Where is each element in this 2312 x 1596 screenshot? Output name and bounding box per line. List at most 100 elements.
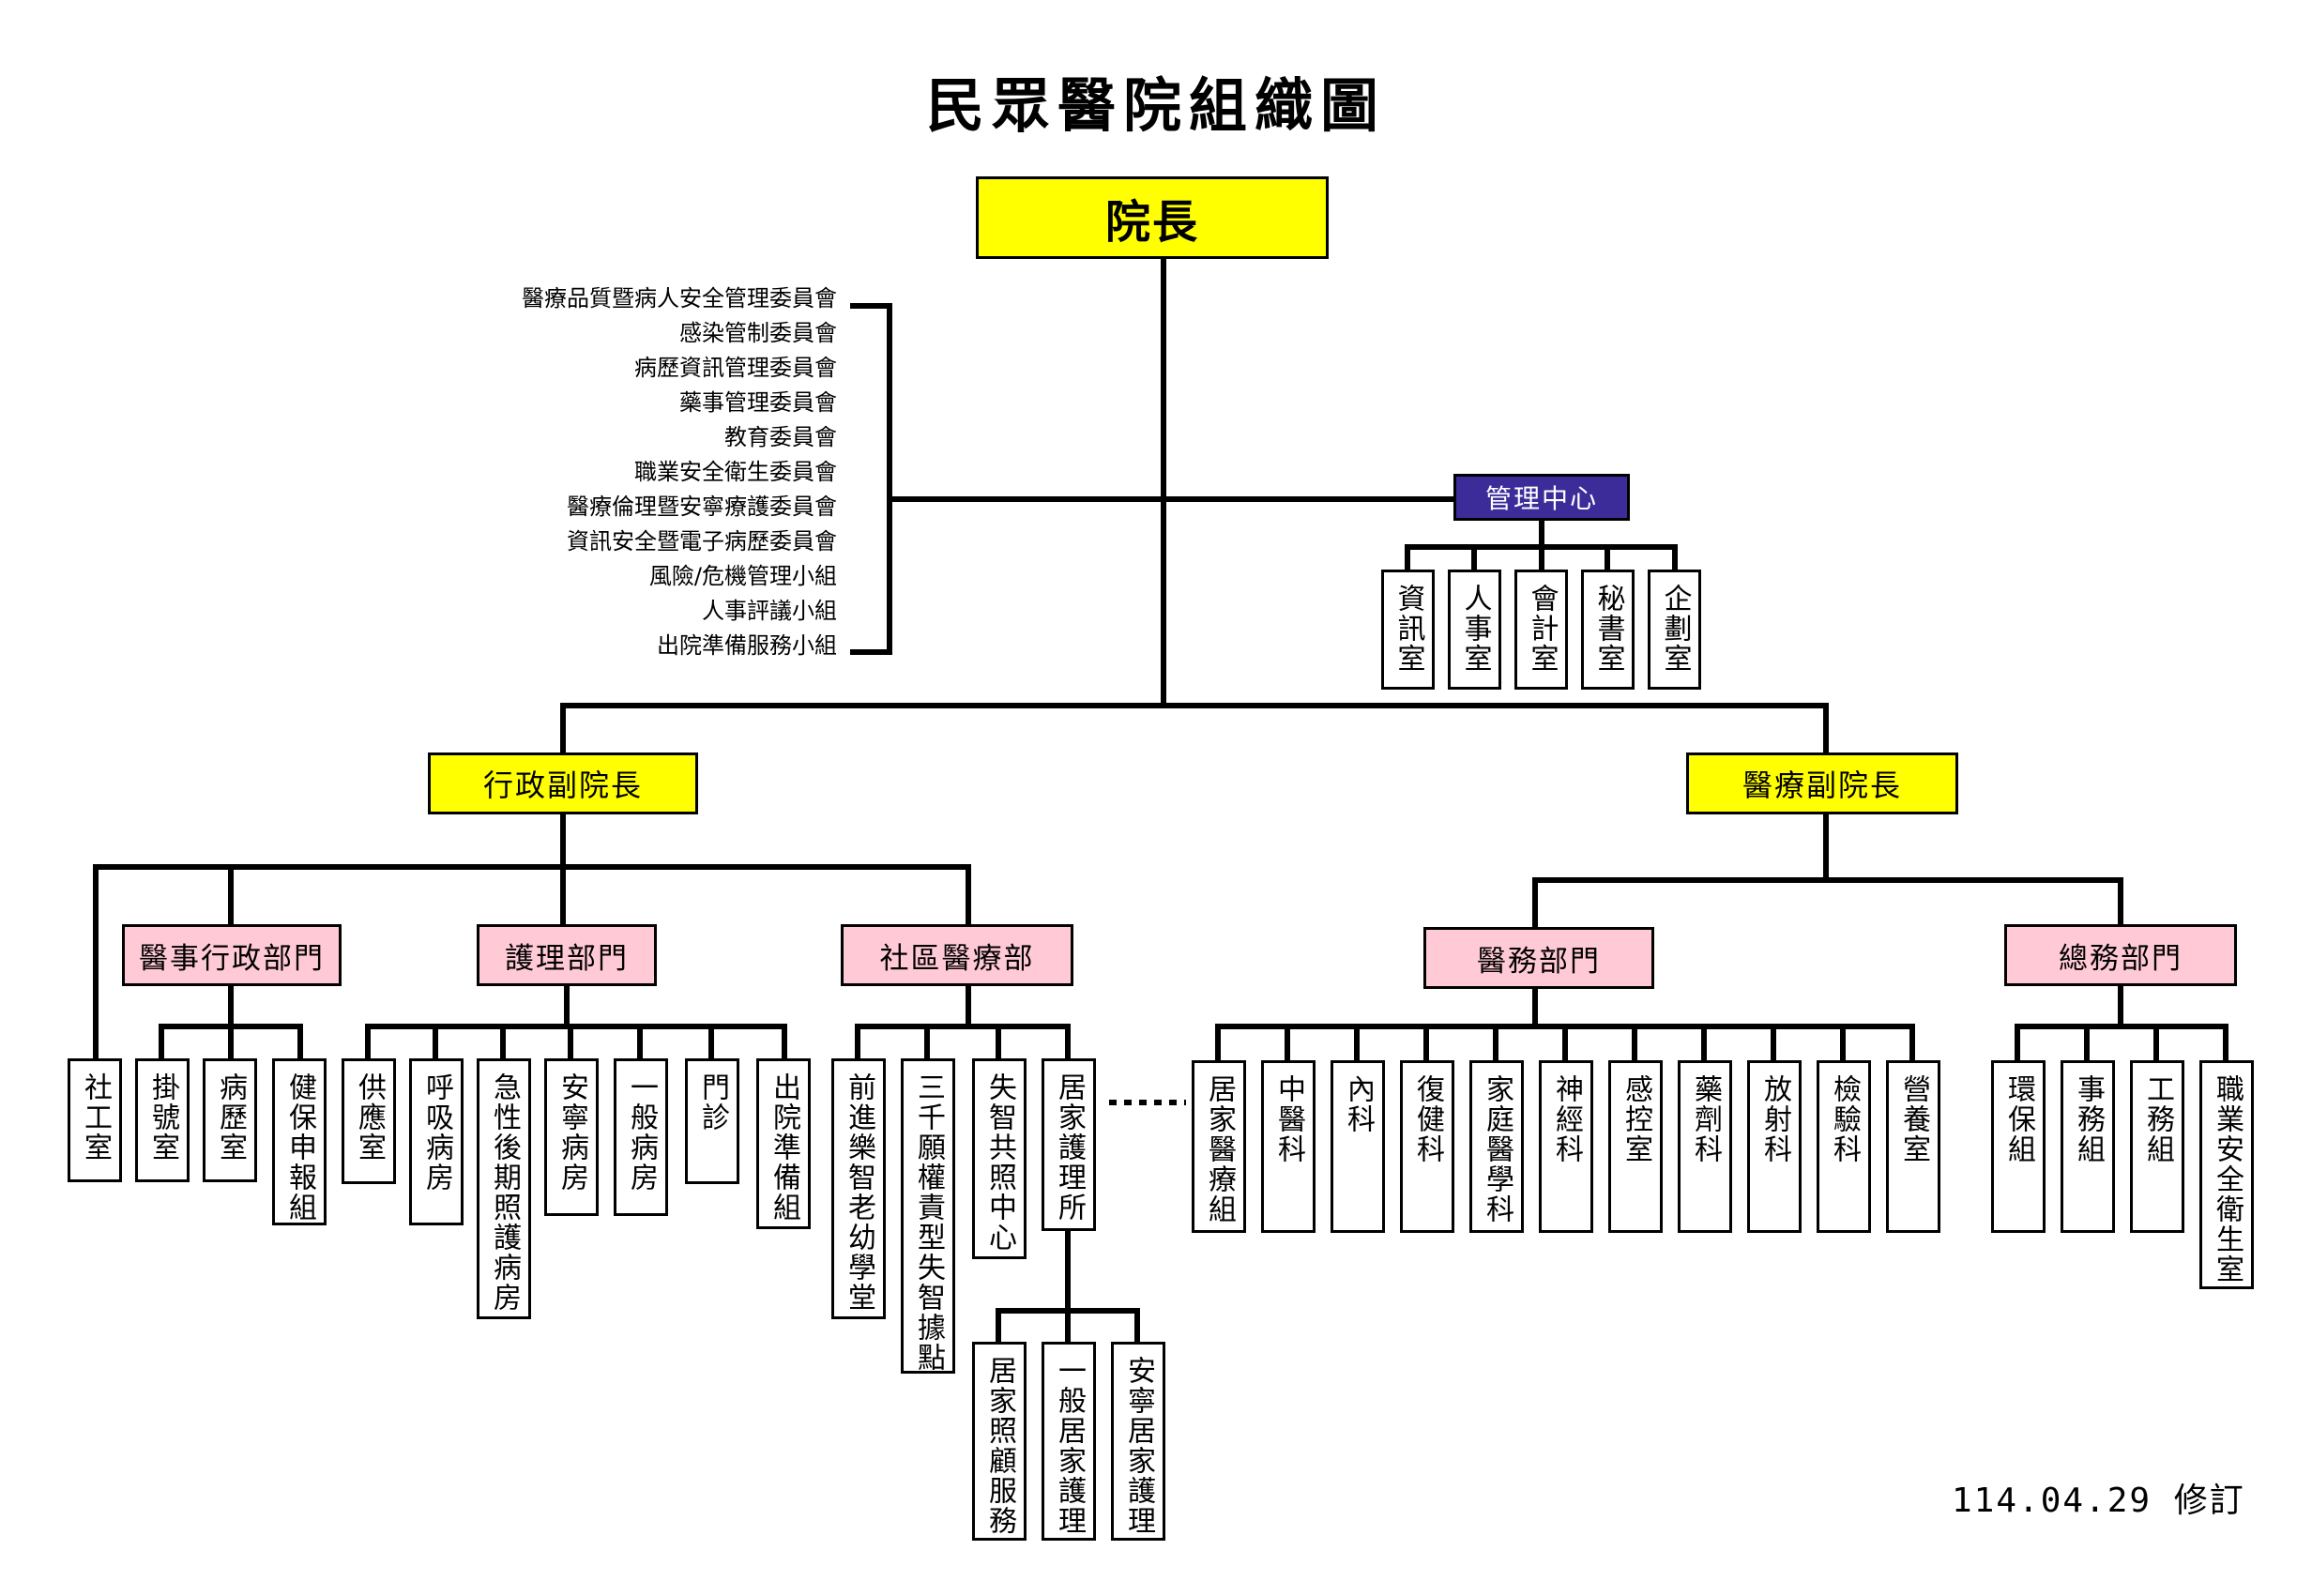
unit-label: 健保申報組 <box>283 1072 316 1223</box>
unit-label: 復健科 <box>1411 1074 1444 1164</box>
management-unit-planning: 企劃室 <box>1648 570 1701 690</box>
insurance-claims-unit: 健保申報組 <box>272 1058 327 1225</box>
home-medical-unit: 居家醫療組 <box>1192 1060 1246 1233</box>
home-nursing-office: 居家護理所 <box>1042 1058 1096 1231</box>
unit-label: 居家照顧服務 <box>983 1356 1016 1536</box>
unit-label: 供應室 <box>353 1072 386 1163</box>
dept-label: 醫事行政部門 <box>139 941 325 976</box>
unit-label: 工務組 <box>2141 1074 2174 1164</box>
affairs-unit: 事務組 <box>2061 1060 2115 1233</box>
post-acute-care-ward: 急性後期照護病房 <box>477 1058 531 1319</box>
unit-label: 人事室 <box>1458 584 1492 674</box>
unit-label: 營養室 <box>1897 1074 1930 1164</box>
radiology-dept: 放射科 <box>1747 1060 1802 1233</box>
respiratory-ward: 呼吸病房 <box>409 1058 464 1225</box>
supply-room: 供應室 <box>342 1058 396 1184</box>
unit-label: 資訊室 <box>1392 584 1425 674</box>
general-ward: 一般病房 <box>614 1058 668 1216</box>
dept-label: 社區醫療部 <box>879 941 1035 976</box>
committee-item: 出院準備服務小組 <box>657 632 837 659</box>
committee-item: 醫療倫理暨安寧療護委員會 <box>567 494 837 520</box>
unit-label: 內科 <box>1342 1074 1375 1134</box>
management-unit-info: 資訊室 <box>1381 570 1435 690</box>
internal-medicine-dept: 內科 <box>1331 1060 1385 1233</box>
unit-label: 藥劑科 <box>1689 1074 1722 1164</box>
revision-date: 114.04.29 修訂 <box>1952 1482 2245 1520</box>
unit-label: 感控室 <box>1620 1074 1652 1164</box>
unit-label: 病歷室 <box>214 1072 247 1163</box>
discharge-planning-unit: 出院準備組 <box>756 1058 811 1229</box>
registration-office: 掛號室 <box>135 1058 190 1182</box>
committee-item: 藥事管理委員會 <box>679 389 837 416</box>
committee-item: 教育委員會 <box>724 424 837 450</box>
dementia-care-center: 失智共照中心 <box>972 1058 1027 1259</box>
medical-vp-label: 醫療副院長 <box>1742 768 1902 803</box>
unit-label: 檢驗科 <box>1828 1074 1861 1164</box>
unit-label: 安寧病房 <box>555 1072 588 1193</box>
management-unit-accounting: 會計室 <box>1514 570 1568 690</box>
unit-label: 社工室 <box>79 1072 112 1163</box>
dementia-base-unit: 三千願權責型失智據點 <box>901 1058 955 1374</box>
committee-item: 人事評議小組 <box>702 598 837 624</box>
unit-label: 一般病房 <box>625 1072 658 1193</box>
committee-item: 醫療品質暨病人安全管理委員會 <box>522 285 837 312</box>
occupational-safety-office: 職業安全衛生室 <box>2199 1060 2254 1289</box>
unit-label: 秘書室 <box>1591 584 1625 674</box>
home-care-service: 居家照顧服務 <box>972 1342 1027 1541</box>
medical-admin-dept-box: 醫事行政部門 <box>122 924 342 986</box>
committee-item: 資訊安全暨電子病歷委員會 <box>567 528 837 555</box>
medical-affairs-dept-box: 醫務部門 <box>1423 927 1654 989</box>
general-home-nursing: 一般居家護理 <box>1042 1342 1096 1541</box>
management-unit-secretary: 秘書室 <box>1581 570 1635 690</box>
dept-label: 護理部門 <box>505 941 629 976</box>
director-box: 院長 <box>976 176 1329 259</box>
dept-label: 總務部門 <box>2059 941 2183 976</box>
social-work-office: 社工室 <box>68 1058 122 1182</box>
unit-label: 居家醫療組 <box>1203 1074 1236 1224</box>
neurology-dept: 神經科 <box>1539 1060 1593 1233</box>
unit-label: 事務組 <box>2072 1074 2105 1164</box>
management-center-box: 管理中心 <box>1453 474 1630 521</box>
medical-vp-box: 醫療副院長 <box>1686 752 1958 814</box>
unit-label: 安寧居家護理 <box>1122 1356 1155 1536</box>
unit-label: 放射科 <box>1758 1074 1791 1164</box>
infection-control-office: 感控室 <box>1608 1060 1663 1233</box>
nutrition-office: 營養室 <box>1886 1060 1940 1233</box>
committee-item: 感染管制委員會 <box>679 320 837 346</box>
committee-item: 病歷資訊管理委員會 <box>634 355 837 381</box>
unit-label: 中醫科 <box>1272 1074 1305 1164</box>
admin-vp-box: 行政副院長 <box>428 752 698 814</box>
director-label: 院長 <box>1104 196 1199 249</box>
engineering-unit: 工務組 <box>2130 1060 2184 1233</box>
committee-list: 醫療品質暨病人安全管理委員會 感染管制委員會 病歷資訊管理委員會 藥事管理委員會… <box>522 281 837 663</box>
admin-vp-label: 行政副院長 <box>482 768 643 803</box>
unit-label: 神經科 <box>1550 1074 1583 1164</box>
unit-label: 環保組 <box>2002 1074 2035 1164</box>
unit-label: 職業安全衛生室 <box>2211 1074 2244 1284</box>
nursing-dept-box: 護理部門 <box>477 924 657 986</box>
unit-label: 呼吸病房 <box>420 1072 453 1193</box>
dept-label: 醫務部門 <box>1477 944 1601 979</box>
laboratory-dept: 檢驗科 <box>1817 1060 1871 1233</box>
committee-item: 職業安全衛生委員會 <box>634 459 837 485</box>
page-title: 民眾醫院組織圖 <box>925 71 1386 140</box>
chinese-medicine-dept: 中醫科 <box>1261 1060 1316 1233</box>
unit-label: 掛號室 <box>146 1072 179 1163</box>
unit-label: 會計室 <box>1525 584 1559 674</box>
management-center-label: 管理中心 <box>1484 483 1598 514</box>
dementia-school-unit: 前進樂智老幼學堂 <box>831 1058 886 1319</box>
management-unit-hr: 人事室 <box>1448 570 1501 690</box>
environmental-unit: 環保組 <box>1991 1060 2046 1233</box>
hospice-home-nursing: 安寧居家護理 <box>1111 1342 1165 1541</box>
unit-label: 前進樂智老幼學堂 <box>843 1072 875 1313</box>
unit-label: 居家護理所 <box>1053 1072 1086 1223</box>
pharmacy-dept: 藥劑科 <box>1678 1060 1732 1233</box>
unit-label: 急性後期照護病房 <box>488 1072 521 1313</box>
outpatient-unit: 門診 <box>685 1058 739 1184</box>
unit-label: 家庭醫學科 <box>1481 1074 1513 1224</box>
general-affairs-dept-box: 總務部門 <box>2004 924 2237 986</box>
unit-label: 失智共照中心 <box>983 1072 1016 1253</box>
rehabilitation-dept: 復健科 <box>1400 1060 1454 1233</box>
